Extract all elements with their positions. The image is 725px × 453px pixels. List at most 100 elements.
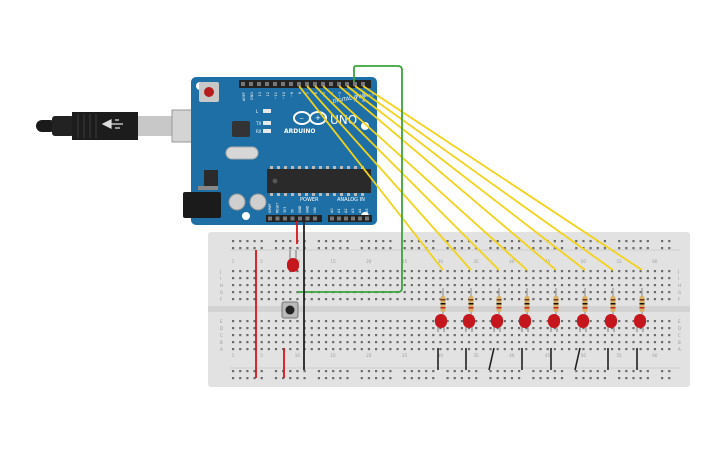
pin-label: GND bbox=[250, 92, 254, 100]
row-letter: G bbox=[220, 290, 223, 295]
pin-label: A2 bbox=[344, 208, 348, 213]
led-unit[interactable] bbox=[435, 288, 447, 370]
red-led[interactable] bbox=[463, 314, 475, 328]
analog-label: ANALOG IN bbox=[337, 197, 365, 203]
usb-cable[interactable] bbox=[36, 109, 193, 143]
column-number: 1 bbox=[232, 353, 235, 358]
pin-label: GND bbox=[306, 205, 310, 213]
pin-label: 3V3 bbox=[283, 207, 287, 213]
pin-label: A5 bbox=[365, 208, 369, 213]
yellow-wire[interactable] bbox=[322, 85, 528, 271]
led-unit[interactable] bbox=[574, 288, 589, 371]
pin-label: 4 bbox=[330, 91, 334, 94]
onboard-leds: L TX RX bbox=[255, 109, 271, 134]
yellow-wire[interactable] bbox=[298, 85, 444, 271]
row-letter: B bbox=[220, 340, 223, 345]
capacitor bbox=[249, 193, 267, 211]
red-led[interactable] bbox=[577, 314, 589, 328]
power-jack[interactable] bbox=[183, 192, 221, 218]
led-unit[interactable] bbox=[463, 288, 475, 370]
pushbutton[interactable] bbox=[281, 301, 299, 319]
column-number: 50 bbox=[581, 259, 587, 264]
analog-header[interactable] bbox=[328, 215, 372, 222]
pin-label: 13 bbox=[258, 92, 262, 96]
row-letter: J bbox=[219, 269, 221, 274]
column-number: 15 bbox=[331, 259, 337, 264]
column-number: 45 bbox=[545, 259, 551, 264]
yellow-wire[interactable] bbox=[314, 85, 500, 271]
power-label: POWER bbox=[300, 197, 319, 203]
ground-wire[interactable] bbox=[488, 347, 495, 371]
capacitor bbox=[228, 193, 246, 211]
svg-text:+: + bbox=[315, 114, 321, 122]
led-unit[interactable] bbox=[548, 288, 560, 370]
ground-wire[interactable] bbox=[574, 347, 581, 371]
column-number: 5 bbox=[260, 353, 263, 358]
yellow-wire[interactable] bbox=[306, 85, 472, 271]
column-number: 40 bbox=[509, 259, 515, 264]
row-letter: B bbox=[678, 340, 681, 345]
led-unit[interactable] bbox=[605, 288, 617, 370]
pin-label: AREF bbox=[242, 92, 246, 101]
yellow-wire[interactable] bbox=[362, 85, 643, 271]
column-number: 35 bbox=[474, 259, 480, 264]
pin-label: ~9 bbox=[290, 92, 294, 97]
red-led[interactable] bbox=[435, 314, 447, 328]
pin-label: A3 bbox=[351, 208, 355, 213]
svg-text:L: L bbox=[256, 109, 259, 114]
row-letter: D bbox=[220, 326, 223, 331]
column-number: 30 bbox=[438, 259, 444, 264]
pin-label: RESET bbox=[276, 203, 280, 213]
column-number: 20 bbox=[366, 259, 372, 264]
red-led[interactable] bbox=[491, 314, 503, 328]
svg-text:−: − bbox=[299, 115, 304, 122]
row-letter: H bbox=[220, 283, 223, 288]
column-number: 15 bbox=[331, 353, 337, 358]
digital-pins bbox=[241, 82, 365, 86]
yellow-wire[interactable] bbox=[346, 85, 586, 271]
led-unit[interactable] bbox=[488, 288, 503, 371]
pin-label: 7 bbox=[306, 92, 310, 94]
red-led[interactable] bbox=[548, 314, 560, 328]
yellow-wires[interactable] bbox=[298, 85, 643, 271]
led-unit[interactable] bbox=[634, 288, 646, 370]
pin-label: ~3 bbox=[338, 92, 342, 97]
red-led[interactable] bbox=[519, 314, 531, 328]
pin-label: IOREF bbox=[268, 203, 272, 213]
column-number: 1 bbox=[232, 259, 235, 264]
pin-label: A0 bbox=[330, 208, 334, 213]
led-unit[interactable] bbox=[519, 288, 531, 370]
led-array[interactable] bbox=[435, 288, 646, 371]
pin-label: ~10 bbox=[282, 92, 286, 99]
column-number: 55 bbox=[617, 259, 623, 264]
column-number: 55 bbox=[617, 353, 623, 358]
red-led[interactable] bbox=[605, 314, 617, 328]
row-letter: A bbox=[678, 347, 681, 352]
red-led[interactable] bbox=[634, 314, 646, 328]
pin-label: A1 bbox=[337, 208, 341, 213]
row-letter: F bbox=[220, 297, 223, 302]
row-letter: E bbox=[220, 319, 223, 324]
row-letter: E bbox=[678, 319, 681, 324]
breadboard[interactable]: 1155101015152020252530303535404045455050… bbox=[208, 232, 690, 387]
reset-button[interactable] bbox=[199, 82, 219, 102]
pin-label: VIN bbox=[313, 207, 317, 213]
pin-label: ~6 bbox=[314, 92, 318, 97]
row-letter: G bbox=[678, 290, 681, 295]
green-wire[interactable] bbox=[297, 65, 403, 293]
indicator-led[interactable] bbox=[287, 250, 299, 272]
yellow-wire[interactable] bbox=[354, 85, 614, 271]
column-number: 60 bbox=[652, 353, 658, 358]
pin-label: 12 bbox=[266, 92, 270, 96]
column-number: 10 bbox=[295, 353, 301, 358]
pin-label: GND bbox=[298, 205, 302, 213]
pin-label: RX←0 bbox=[362, 92, 366, 102]
row-letter: D bbox=[678, 326, 681, 331]
column-number: 50 bbox=[581, 353, 587, 358]
column-number: 25 bbox=[402, 259, 408, 264]
yellow-wire[interactable] bbox=[338, 85, 557, 271]
